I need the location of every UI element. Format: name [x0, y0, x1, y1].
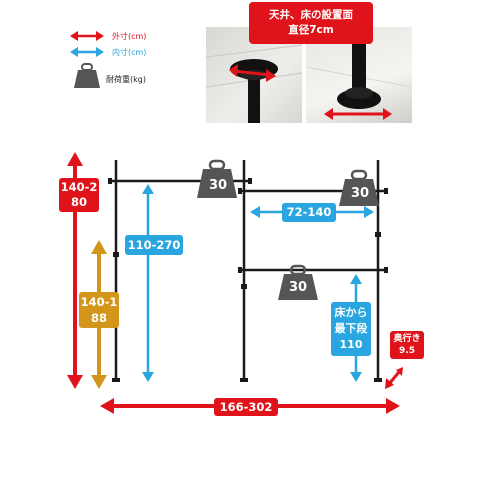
floor-to-shelf-line2: 最下段 — [334, 322, 368, 335]
total-height-label: 140-280 — [60, 180, 98, 209]
callout-line1: 天井、床の設置面 — [269, 9, 353, 21]
weight-icon-left — [197, 159, 237, 198]
floor-diameter-arrow — [324, 108, 392, 120]
ceiling-diameter-arrow — [229, 64, 276, 82]
legend-load-label: 耐荷重(kg) — [106, 75, 146, 84]
hang-height-arrow — [142, 184, 154, 382]
bar-ends — [108, 178, 388, 273]
weight-icon-right-top — [339, 169, 379, 206]
weight-icon-right-lower — [278, 264, 318, 300]
floor-to-shelf-line1: 床から — [334, 306, 368, 319]
legend-inner-label: 内寸(cm) — [112, 48, 147, 57]
total-height-tag: 140-280 — [59, 178, 99, 212]
depth-arrow — [385, 367, 403, 389]
depth-tag: 奥行き 9.5 — [390, 331, 424, 359]
depth-value: 9.5 — [399, 346, 415, 356]
legend-outer-label: 外寸(cm) — [112, 32, 147, 41]
depth-line1: 奥行き — [393, 334, 421, 344]
load-right-lower-value: 30 — [288, 280, 308, 295]
lower-height-label: 140-188 — [80, 295, 118, 325]
load-left-value: 30 — [208, 178, 228, 193]
floor-to-shelf-tag: 床から 最下段 110 — [331, 302, 371, 356]
hang-height-tag: 110-270 — [125, 235, 183, 255]
inner-width-tag: 72-140 — [282, 203, 336, 222]
load-right-top-value: 30 — [350, 186, 370, 201]
callout-line2: 直径7cm — [288, 24, 334, 36]
floor-to-shelf-value: 110 — [339, 338, 363, 351]
total-width-label: 166-302 — [219, 400, 273, 414]
hang-height-label: 110-270 — [127, 238, 181, 252]
inner-width-label: 72-140 — [286, 205, 332, 219]
lower-height-tag: 140-188 — [79, 292, 119, 328]
pole-joints — [112, 232, 382, 382]
mount-diameter-callout: 天井、床の設置面 直径7cm — [249, 2, 373, 44]
total-width-tag: 166-302 — [214, 398, 278, 416]
